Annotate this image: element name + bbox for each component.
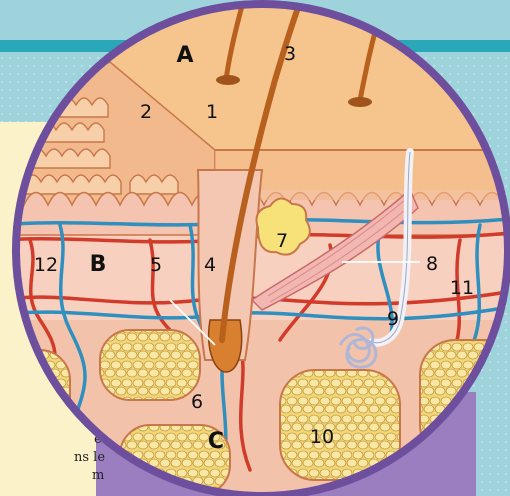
label-8: 8 [426, 253, 438, 275]
label-5: 5 [150, 254, 162, 276]
label-12: 12 [34, 254, 58, 276]
label-4: 4 [204, 254, 216, 276]
label-A: A [176, 43, 193, 68]
label-B: B [90, 252, 107, 277]
label-C: C [208, 429, 224, 454]
cut-text-line3: m [92, 468, 104, 483]
label-10: 10 [310, 426, 334, 448]
label-6: 6 [191, 391, 203, 413]
label-1: 1 [206, 101, 218, 123]
cut-text-line2: ns le [74, 450, 105, 465]
label-2: 2 [140, 101, 152, 123]
label-11: 11 [450, 277, 474, 299]
hair-pore-1 [216, 75, 240, 85]
label-9: 9 [387, 308, 399, 330]
label-7: 7 [276, 230, 288, 252]
hair-pore-2 [348, 97, 372, 107]
label-3: 3 [284, 43, 296, 65]
